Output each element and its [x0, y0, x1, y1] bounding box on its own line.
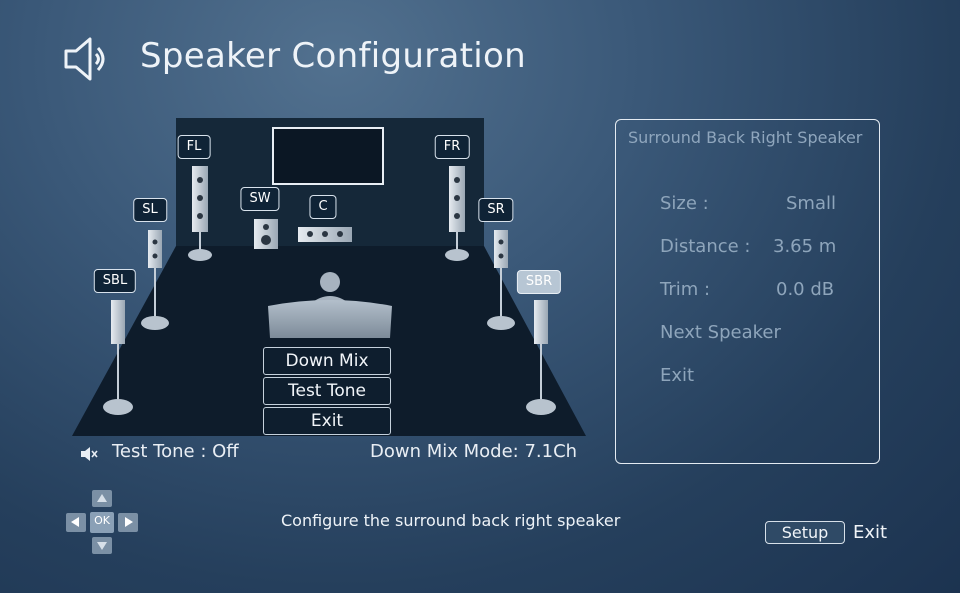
speaker-label-fr[interactable]: FR: [434, 135, 470, 159]
speaker-label-sbl[interactable]: SBL: [93, 269, 137, 293]
size-label: Size :: [660, 193, 709, 214]
listener-sofa: [268, 272, 392, 338]
panel-exit-button[interactable]: Exit: [660, 365, 695, 386]
distance-label: Distance :: [660, 236, 751, 257]
surround-back-left-speaker: [103, 300, 133, 415]
speaker-icon: [64, 37, 105, 81]
down-mix-button[interactable]: Down Mix: [263, 347, 391, 375]
next-speaker-button[interactable]: Next Speaker: [660, 322, 781, 343]
help-text: Configure the surround back right speake…: [281, 511, 621, 530]
exit-label: Exit: [853, 522, 888, 543]
speaker-label-sl[interactable]: SL: [133, 198, 167, 222]
speaker-label-sw[interactable]: SW: [240, 187, 280, 211]
speaker-room-diagram: [72, 118, 586, 436]
page-title: Speaker Configuration: [140, 36, 526, 76]
test-tone-status: Test Tone : Off: [112, 441, 239, 462]
panel-title: Surround Back Right Speaker: [628, 128, 863, 147]
trim-value[interactable]: 0.0 dB: [776, 279, 835, 300]
speaker-label-sr[interactable]: SR: [478, 198, 514, 222]
navigation-pad-icon: [66, 490, 138, 554]
surround-right-speaker: [487, 230, 515, 330]
setup-button[interactable]: Setup: [765, 521, 845, 544]
speaker-label-sbr[interactable]: SBR: [516, 270, 562, 294]
trim-label: Trim :: [660, 279, 711, 300]
front-right-speaker: [445, 166, 469, 261]
surround-left-speaker: [141, 230, 169, 330]
speaker-settings-panel: [615, 119, 880, 464]
speaker-label-fl[interactable]: FL: [177, 135, 211, 159]
room-exit-button[interactable]: Exit: [263, 407, 391, 435]
tv-screen: [272, 127, 384, 185]
subwoofer-speaker: [254, 219, 278, 249]
down-mix-status: Down Mix Mode: 7.1Ch: [370, 441, 578, 462]
mute-icon: [81, 447, 98, 461]
test-tone-button[interactable]: Test Tone: [263, 377, 391, 405]
speaker-label-c[interactable]: C: [309, 195, 337, 219]
front-left-speaker: [188, 166, 212, 261]
center-speaker: [298, 227, 352, 242]
size-value[interactable]: Small: [786, 193, 836, 214]
distance-value[interactable]: 3.65 m: [773, 236, 837, 257]
surround-back-right-speaker: [526, 300, 556, 415]
ok-key-label: OK: [94, 514, 110, 527]
